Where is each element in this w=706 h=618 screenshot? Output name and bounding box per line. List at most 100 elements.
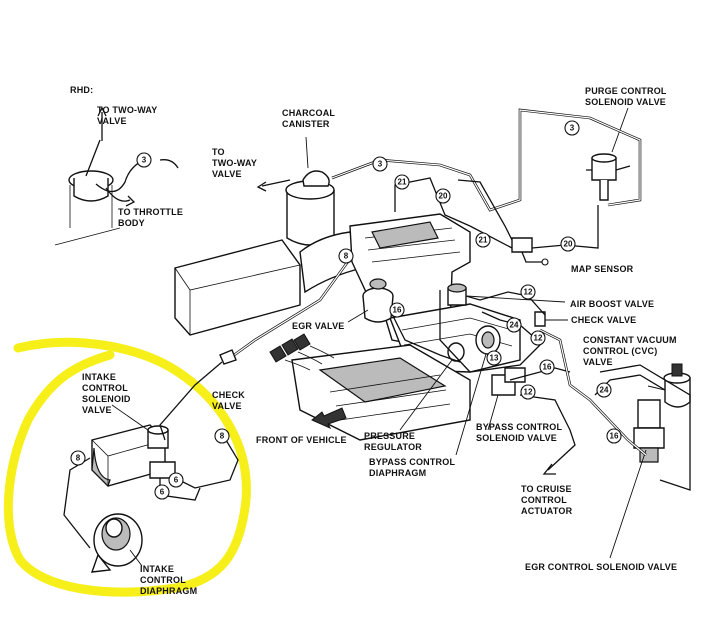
- hose-number-20-b: 20: [560, 236, 576, 252]
- label-rhd: RHD:: [70, 85, 93, 95]
- label-bypass-solenoid-1: BYPASS CONTROL: [476, 422, 562, 432]
- hose-number-12-b: 12: [530, 330, 546, 346]
- text-labels: RHD: TO TWO-WAY VALVE TO THROTTLE BODY C…: [70, 85, 677, 596]
- front-of-vehicle-arrow: [311, 407, 347, 430]
- intake-control-diaphragm: [90, 513, 143, 573]
- hose-number-24-a: 24: [506, 317, 522, 333]
- svg-text:6: 6: [160, 488, 165, 497]
- label-pressure-2: REGULATOR: [364, 442, 422, 452]
- egr-control-solenoid: [609, 399, 665, 559]
- svg-text:12: 12: [524, 288, 533, 297]
- rhd-inset: [54, 106, 179, 246]
- hose-number-6-b: 6: [154, 484, 170, 500]
- label-purge-1: PURGE CONTROL: [585, 86, 667, 96]
- label-two-way-1: TO: [212, 147, 225, 157]
- hose-number-24-b: 24: [596, 382, 612, 398]
- hose-number-8-check: 8: [214, 428, 230, 444]
- label-egr-valve: EGR VALVE: [292, 321, 344, 331]
- svg-text:8: 8: [344, 252, 349, 261]
- hose-number-8-solenoid: 8: [70, 450, 86, 466]
- intake-control-solenoid: [91, 404, 176, 488]
- hose-number-16-egr: 16: [389, 302, 405, 318]
- air-cleaner: [174, 231, 363, 336]
- label-intake-sol-3: SOLENOID: [82, 394, 131, 404]
- hose-number-6-a: 6: [168, 472, 184, 488]
- hose-number-3-rhd: 3: [136, 152, 152, 168]
- hose-number-12-c: 12: [520, 384, 536, 400]
- svg-text:6: 6: [174, 476, 179, 485]
- hose-number-3-top: 3: [372, 156, 388, 172]
- label-purge-2: SOLENOID VALVE: [585, 97, 666, 107]
- hose-number-markers: 3 3 3 21 21 20 20 8 8 8 6 6 16 16 16 12 …: [70, 120, 622, 500]
- label-cvc-1: CONSTANT VACUUM: [583, 335, 677, 345]
- svg-text:3: 3: [142, 156, 147, 165]
- label-air-boost: AIR BOOST VALVE: [570, 299, 654, 309]
- label-pressure-1: PRESSURE: [364, 431, 415, 441]
- hose-number-21-a: 21: [394, 174, 410, 190]
- label-cruise-3: ACTUATOR: [521, 506, 573, 516]
- svg-text:16: 16: [393, 306, 402, 315]
- yellow-highlight-loop: [3, 337, 251, 597]
- label-bypass-diaphragm-2: DIAPHRAGM: [369, 468, 426, 478]
- svg-text:20: 20: [564, 240, 573, 249]
- svg-text:13: 13: [490, 354, 499, 363]
- svg-text:20: 20: [439, 192, 448, 201]
- label-intake-diaphragm-2: CONTROL: [140, 575, 186, 585]
- svg-text:21: 21: [479, 236, 488, 245]
- svg-text:3: 3: [378, 160, 383, 169]
- label-egr-solenoid: EGR CONTROL SOLENOID VALVE: [525, 562, 677, 572]
- label-cruise-1: TO CRUISE: [521, 484, 572, 494]
- hose-number-3-purge: 3: [564, 120, 580, 136]
- bypass-control-solenoid: [487, 367, 526, 431]
- svg-text:8: 8: [220, 432, 225, 441]
- label-intake-sol-4: VALVE: [82, 405, 112, 415]
- label-check-valve-right: CHECK VALVE: [571, 315, 636, 325]
- label-rhd-two-way-2: VALVE: [97, 116, 127, 126]
- label-two-way-2: TWO-WAY: [212, 158, 257, 168]
- label-rhd-two-way-1: TO TWO-WAY: [97, 105, 158, 115]
- pressure-regulator: [399, 342, 465, 431]
- label-front-of-vehicle: FRONT OF VEHICLE: [256, 435, 347, 445]
- svg-text:8: 8: [76, 454, 81, 463]
- svg-text:3: 3: [570, 124, 575, 133]
- svg-text:16: 16: [610, 432, 619, 441]
- label-bypass-diaphragm-1: BYPASS CONTROL: [369, 457, 455, 467]
- label-check-valve-left-1: CHECK: [212, 390, 245, 400]
- svg-text:24: 24: [510, 321, 519, 330]
- map-sensor: [511, 237, 549, 266]
- svg-text:21: 21: [398, 178, 407, 187]
- purge-control-solenoid: [586, 107, 631, 201]
- label-intake-sol-1: INTAKE: [82, 372, 116, 382]
- hose-number-12-a: 12: [520, 284, 536, 300]
- svg-text:12: 12: [524, 388, 533, 397]
- label-rhd-throttle-1: TO THROTTLE: [118, 207, 183, 217]
- label-intake-diaphragm-3: DIAPHRAGM: [140, 586, 197, 596]
- label-rhd-throttle-2: BODY: [118, 218, 145, 228]
- label-cvc-3: VALVE: [583, 357, 613, 367]
- hose-number-13: 13: [486, 350, 502, 366]
- hose-number-8-intake: 8: [338, 248, 354, 264]
- label-cvc-2: CONTROL (CVC): [583, 346, 657, 356]
- label-check-valve-left-2: VALVE: [212, 401, 242, 411]
- label-intake-sol-2: CONTROL: [82, 383, 128, 393]
- hose-number-20-a: 20: [435, 188, 451, 204]
- svg-text:12: 12: [534, 334, 543, 343]
- label-intake-diaphragm-1: INTAKE: [140, 564, 174, 574]
- air-boost-valve: [447, 283, 566, 306]
- label-two-way-3: VALVE: [212, 169, 242, 179]
- label-charcoal-2: CANISTER: [282, 119, 330, 129]
- label-charcoal-1: CHARCOAL: [282, 108, 335, 118]
- svg-text:16: 16: [543, 363, 552, 372]
- svg-text:24: 24: [600, 386, 609, 395]
- vacuum-hoses: [63, 108, 691, 549]
- charcoal-canister: [285, 136, 335, 246]
- label-bypass-solenoid-2: SOLENOID VALVE: [476, 433, 557, 443]
- check-valve-right: [534, 311, 568, 327]
- label-cruise-2: CONTROL: [521, 495, 567, 505]
- egr-valve: [347, 278, 394, 323]
- label-map-sensor: MAP SENSOR: [571, 264, 634, 274]
- hose-number-16-bypass: 16: [539, 359, 555, 375]
- hose-number-16-cvc: 16: [606, 428, 622, 444]
